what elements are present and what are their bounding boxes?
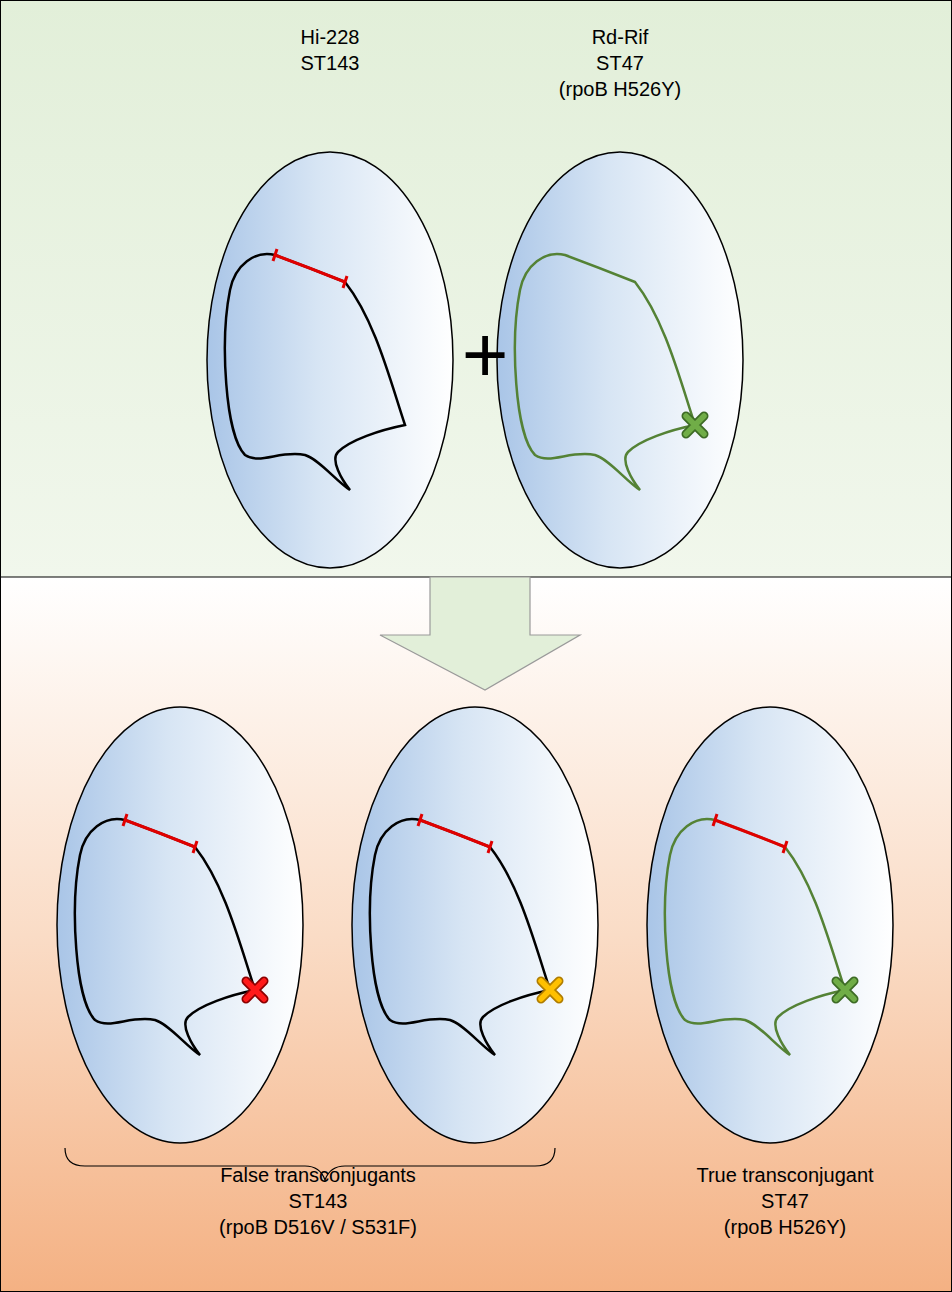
cell-membrane — [497, 152, 743, 568]
cell-detail: ST47 — [495, 50, 745, 76]
cell-detail: (rpoB H526Y) — [640, 1214, 930, 1240]
chromosome — [665, 819, 845, 1055]
cell-detail: ST47 — [640, 1188, 930, 1214]
plus-sign: + — [265, 310, 705, 400]
cell-heading: True transconjugant — [640, 1162, 930, 1188]
transferred-segment — [713, 814, 787, 853]
group-label: (rpoB D516V / S531F) — [98, 1214, 538, 1240]
group-label: False transconjugants — [98, 1162, 538, 1188]
group-label: ST143 — [98, 1188, 538, 1214]
top-panel — [0, 0, 952, 577]
cell-heading: Hi-228 — [205, 24, 455, 50]
cell-outline — [495, 24, 745, 576]
bottom-panel — [0, 577, 952, 1292]
cell-node: Rd-RifST47(rpoB H526Y) — [495, 24, 745, 576]
mutation-mark — [686, 416, 704, 434]
cell-membrane — [647, 707, 893, 1143]
cell-heading: Rd-Rif — [495, 24, 745, 50]
cell-detail: (rpoB H526Y) — [495, 76, 745, 102]
block-arrow — [380, 577, 580, 690]
cell-detail: ST143 — [205, 50, 455, 76]
transferred-segment — [273, 249, 347, 288]
cell-outline — [205, 24, 455, 576]
cell-node: True transconjugantST47(rpoB H526Y) — [640, 700, 930, 1280]
cell-node: Hi-228ST143 — [205, 24, 455, 576]
cell-membrane — [207, 152, 453, 568]
chromosome — [225, 254, 405, 490]
chromosome — [515, 254, 695, 490]
mutation-mark — [836, 981, 854, 999]
cell — [352, 707, 598, 1143]
cell — [57, 707, 303, 1143]
